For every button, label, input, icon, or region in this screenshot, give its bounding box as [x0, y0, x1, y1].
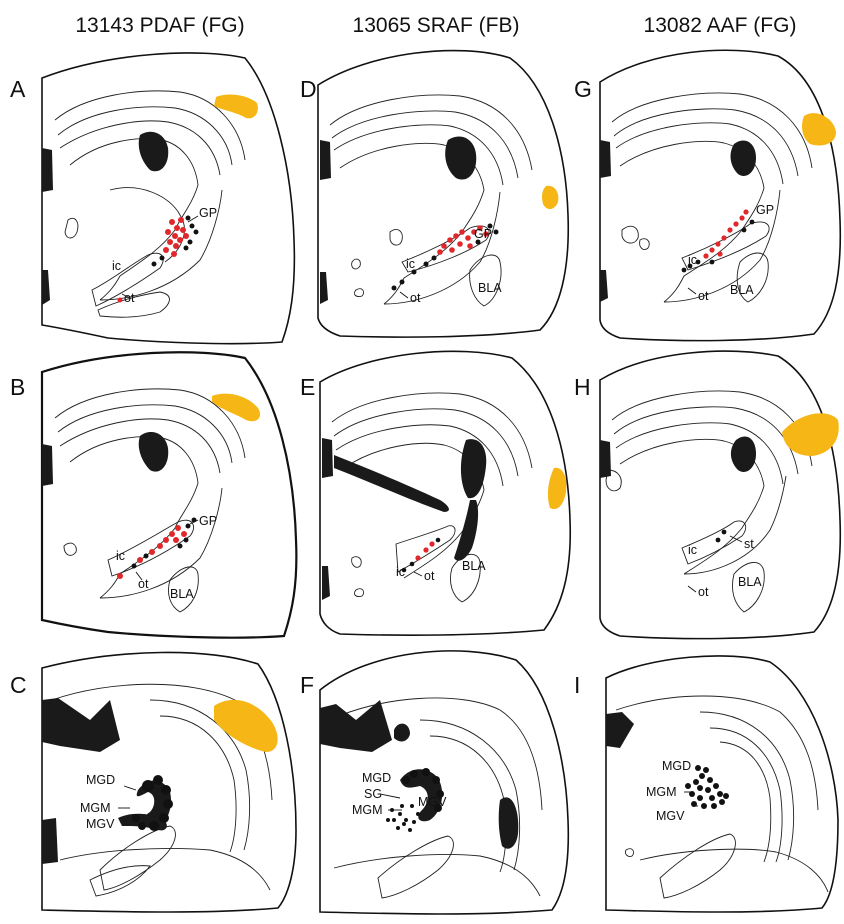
region-label: MGV [656, 809, 685, 823]
region-label: MGD [662, 759, 691, 773]
region-label: MGM [646, 785, 677, 799]
